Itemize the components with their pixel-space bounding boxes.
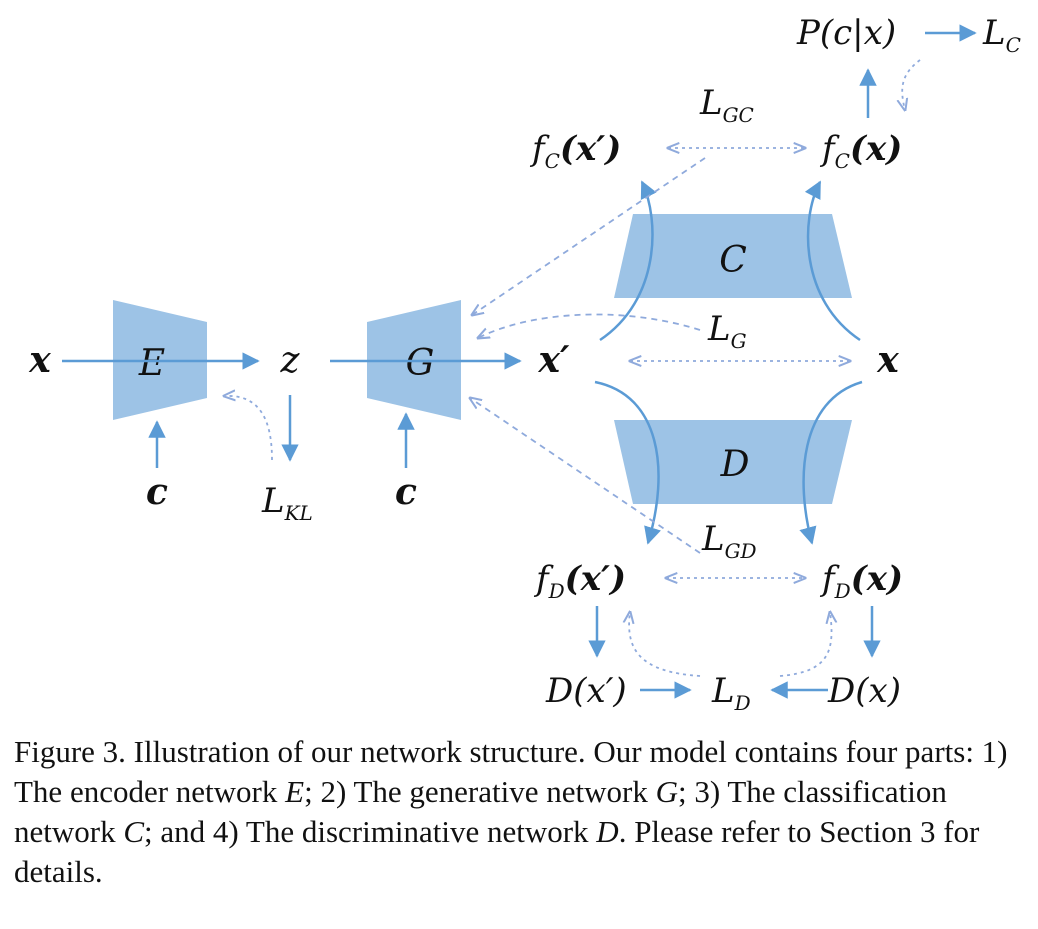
node-fc-x: fC(x) — [819, 129, 902, 173]
node-l-d: LD — [711, 671, 751, 715]
dashed-ld-to-fd-xprime — [629, 612, 701, 677]
node-fd-x: fD(x) — [819, 559, 903, 603]
caption-text-4: ; and 4) The discriminative network — [144, 814, 597, 849]
node-l-kl: LKL — [261, 481, 313, 525]
caption-text-3: ; 3) The classification network — [14, 774, 947, 849]
node-p-c-given-x: P(c|x) — [796, 13, 896, 53]
caption-math-c: C — [123, 814, 145, 849]
caption-text-2: ; 2) The generative network — [304, 774, 656, 809]
block-label-g: G — [406, 343, 435, 384]
arrow-x-to-fd — [799, 380, 863, 545]
arrow-xprime-to-fd — [594, 380, 661, 545]
dashed-lg-to-g — [478, 313, 701, 338]
node-fc-xprime: fC(x′) — [529, 129, 621, 173]
node-x-real: x — [876, 339, 899, 381]
node-z: z — [280, 340, 301, 381]
caption-math-d: D — [596, 814, 619, 849]
node-c-generator: c — [395, 471, 417, 513]
dashed-lkl-to-e — [224, 396, 273, 461]
block-label-d: D — [720, 444, 750, 485]
dashed-lgc-to-g — [472, 157, 706, 315]
node-fd-xprime: fD(x′) — [533, 559, 626, 603]
figure-caption: Figure 3. Illustration of our network st… — [14, 732, 1034, 892]
block-label-c: C — [719, 240, 747, 281]
discriminator-block — [614, 420, 852, 504]
node-x-input: x — [28, 339, 51, 381]
node-l-gd: LGD — [701, 519, 757, 563]
node-x-prime: x′ — [538, 339, 570, 381]
classifier-block — [614, 214, 852, 298]
node-d-xprime: D(x′) — [545, 671, 627, 711]
dashed-ld-to-fd-x — [779, 612, 832, 677]
caption-text-1: Figure 3. Illustration of our network st… — [14, 734, 1008, 809]
caption-math-e: E — [285, 774, 305, 809]
node-c-encoder: c — [146, 471, 168, 513]
node-l-c: LC — [982, 13, 1021, 57]
node-l-g: LG — [707, 309, 747, 353]
block-label-e: E — [138, 343, 165, 384]
node-l-gc: LGC — [699, 83, 754, 127]
dashed-lgd-to-g — [470, 398, 701, 554]
node-d-x: D(x) — [827, 671, 901, 711]
dashed-lc-to-fc — [902, 59, 921, 110]
arrow-x-to-fc — [804, 180, 861, 342]
network-diagram: E G C D x z x′ c c LKL x fC(x′) fC(x) LG… — [28, 13, 1021, 715]
caption-text-5: . Please refer to Section 3 for details. — [14, 814, 980, 889]
caption-math-g: G — [655, 774, 678, 809]
